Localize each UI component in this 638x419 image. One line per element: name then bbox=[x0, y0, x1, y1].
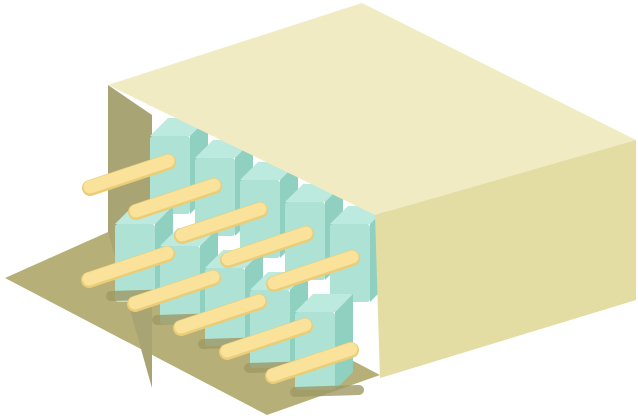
pin-array bbox=[81, 154, 364, 397]
pin bbox=[265, 342, 364, 397]
pin bbox=[82, 154, 176, 196]
cell-block bbox=[295, 294, 353, 390]
housing-side bbox=[375, 140, 636, 378]
housing-top bbox=[108, 3, 636, 215]
pin bbox=[220, 226, 314, 268]
pin bbox=[266, 250, 360, 292]
pin bbox=[128, 178, 222, 220]
pin bbox=[174, 202, 268, 244]
